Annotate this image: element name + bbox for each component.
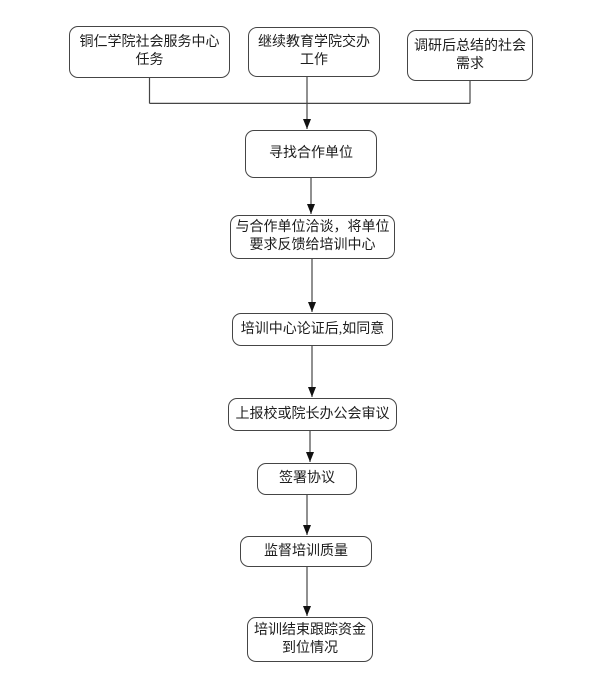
- flow-node-find-partners: 寻找合作单位: [245, 130, 377, 178]
- flow-node-source-social-needs: 调研后总结的社会 需求: [407, 30, 533, 81]
- flow-node-track-funds: 培训结束跟踪资金 到位情况: [247, 617, 373, 662]
- flow-node-source-service-center-tasks: 铜仁学院社会服务中心 任务: [69, 26, 230, 78]
- flow-node-supervise-quality: 监督培训质量: [240, 536, 372, 567]
- flow-node-source-college-assigned-work: 继续教育学院交办 工作: [248, 27, 380, 77]
- flow-node-report-office-meeting: 上报校或院长办公会审议: [228, 398, 397, 431]
- flow-node-sign-agreement: 签署协议: [257, 463, 357, 495]
- flow-node-center-approval: 培训中心论证后,如同意: [232, 313, 393, 346]
- flow-node-negotiate-feedback: 与合作单位洽谈，将单位 要求反馈给培训中心: [230, 215, 395, 259]
